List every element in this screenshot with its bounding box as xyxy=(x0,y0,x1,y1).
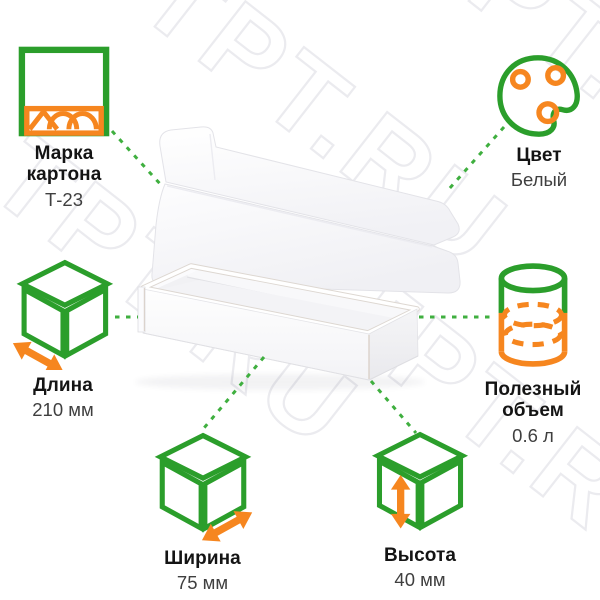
spec-value: 0.6 л xyxy=(512,424,554,446)
spec-value: 40 мм xyxy=(394,569,446,591)
box-photo xyxy=(135,126,461,390)
spec-label: Полезный объем xyxy=(484,379,582,422)
box-lid-flap xyxy=(159,126,460,246)
spec-cardboard-grade: Марка картона Т-23 xyxy=(0,44,128,210)
spec-label: Марка картона xyxy=(26,143,102,186)
cylinder-volume-icon xyxy=(498,263,568,367)
spec-useful-volume: Полезный объем 0.6 л xyxy=(466,262,600,446)
connector-width xyxy=(202,356,266,429)
connector-cardboard xyxy=(110,129,164,188)
spec-value: Белый xyxy=(510,169,568,191)
spec-label: Длина xyxy=(33,375,93,396)
connector-color xyxy=(447,126,506,190)
cube-length-arrow-icon xyxy=(12,259,114,370)
cube-height-arrow-icon xyxy=(371,431,469,531)
spec-color: Цвет Белый xyxy=(478,52,600,191)
cube-width-arrow-icon xyxy=(154,432,252,542)
spec-value: 210 мм xyxy=(32,399,94,421)
corrugated-board-icon xyxy=(18,46,110,137)
spec-height: Высота 40 мм xyxy=(360,429,480,591)
spec-label: Цвет xyxy=(516,145,562,166)
box-lid-panel xyxy=(151,183,461,294)
spec-label: Высота xyxy=(383,545,457,566)
spec-value: 75 мм xyxy=(176,572,229,594)
palette-icon xyxy=(497,55,580,137)
connector-lines xyxy=(110,126,506,434)
spec-width: Ширина 75 мм xyxy=(140,430,265,594)
spec-label: Ширина xyxy=(164,548,241,569)
spec-value: Т-23 xyxy=(44,188,84,210)
connector-height xyxy=(369,380,418,434)
box-tray xyxy=(137,263,420,381)
spec-length: Длина 210 мм xyxy=(0,257,126,421)
